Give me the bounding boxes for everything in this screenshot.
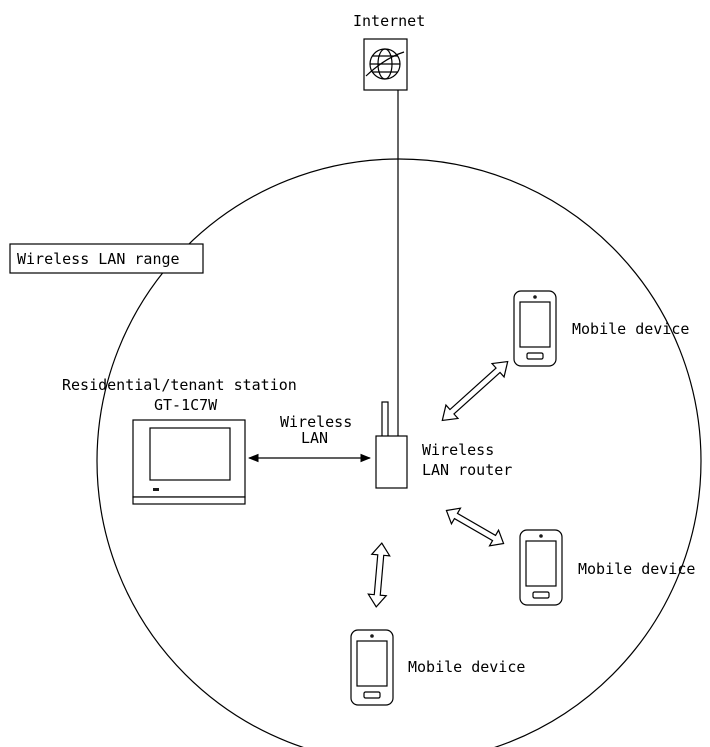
wireless-label-line1: Wireless: [280, 413, 352, 431]
link-arrow-top: [441, 360, 509, 422]
mobile-label-bottom: Mobile device: [408, 658, 525, 676]
smartphone-icon: [350, 629, 394, 706]
link-arrow-bottom: [367, 542, 391, 608]
internet-label: Internet: [353, 12, 425, 30]
monitor-icon: [132, 419, 246, 505]
station-model: GT-1C7W: [154, 396, 218, 414]
router-label-line1: Wireless: [422, 441, 494, 459]
station-label: Residential/tenant station: [62, 376, 297, 394]
smartphone-icon: [519, 529, 563, 606]
svg-text:Wireless LAN range: Wireless LAN range: [17, 250, 180, 268]
smartphone-icon: [513, 290, 557, 367]
wireless-range-circle: [96, 158, 702, 747]
router-label-line2: LAN router: [422, 461, 512, 479]
router-icon: [375, 401, 408, 489]
mobile-label-top: Mobile device: [572, 320, 689, 338]
globe-icon: [363, 38, 408, 91]
mobile-label-right: Mobile device: [578, 560, 695, 578]
wireless-label-line2: LAN: [301, 429, 328, 447]
link-arrow-right: [445, 507, 505, 547]
range-label: Wireless LAN range: [9, 243, 204, 274]
